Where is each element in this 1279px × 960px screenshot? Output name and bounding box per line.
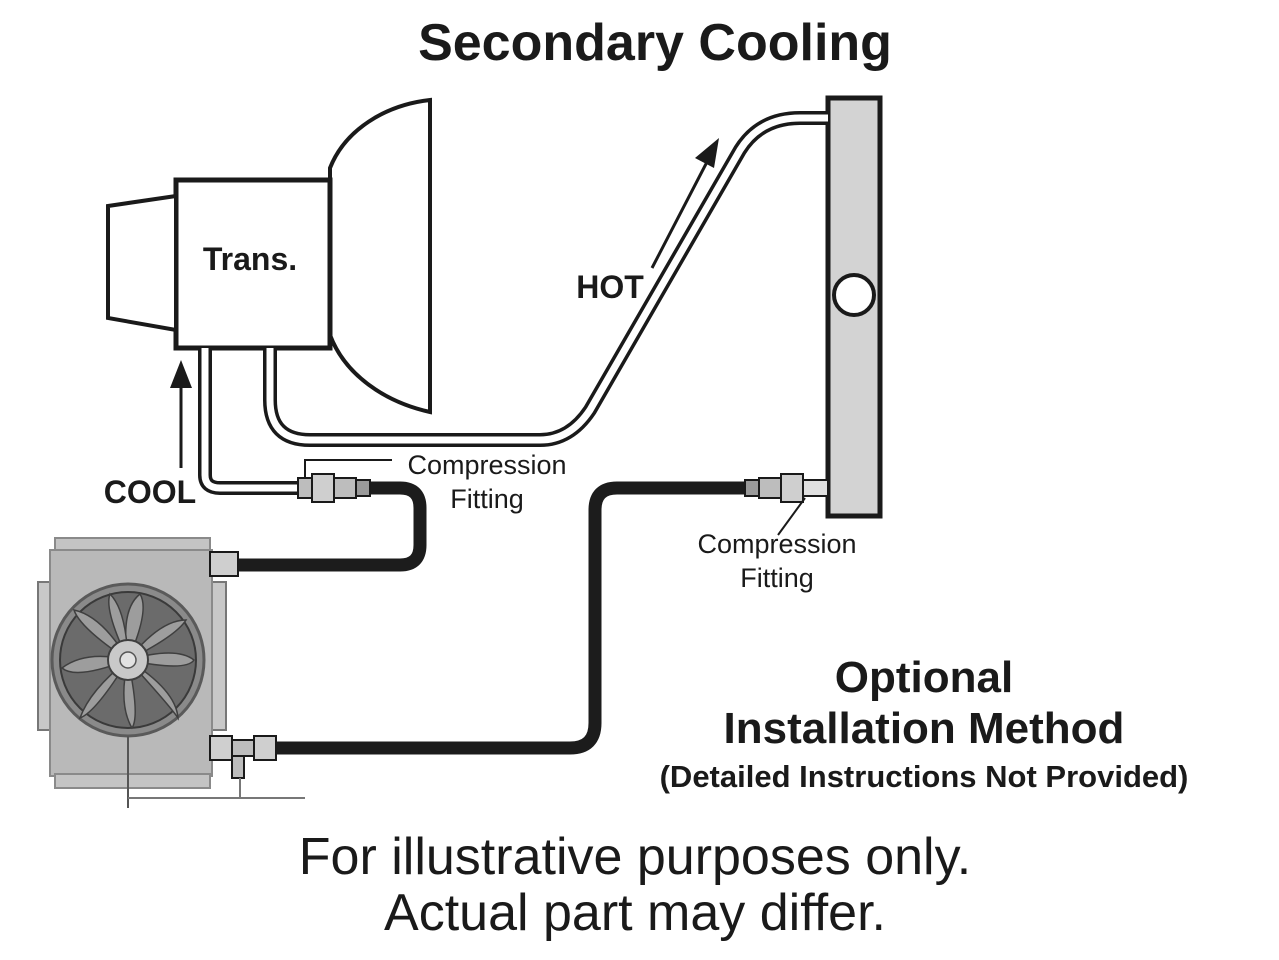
cooler-bottom-flange bbox=[54, 773, 211, 789]
transmission-body bbox=[173, 177, 333, 351]
fitting-2-leader bbox=[777, 497, 806, 536]
tailshaft-housing bbox=[106, 193, 178, 333]
hot-label: HOT bbox=[576, 269, 644, 305]
transmission-label: Trans. bbox=[203, 241, 297, 277]
hot-line bbox=[263, 111, 828, 447]
radiator bbox=[825, 95, 883, 519]
bellhousing bbox=[328, 97, 432, 415]
hose-to-cooler-inlet bbox=[238, 481, 427, 572]
fan-hub-cap bbox=[119, 651, 137, 669]
optional-line2: Installation Method bbox=[724, 704, 1125, 753]
radiator-port bbox=[832, 273, 876, 317]
remote-oil-cooler bbox=[37, 537, 305, 808]
compression-fitting-2 bbox=[744, 473, 829, 503]
fitting-2-label-line1: Compression bbox=[697, 529, 856, 559]
optional-line3: (Detailed Instructions Not Provided) bbox=[660, 759, 1189, 794]
hose-to-radiator bbox=[275, 481, 748, 755]
fitting-2-label-line2: Fitting bbox=[740, 563, 814, 593]
diagram-title: Secondary Cooling bbox=[418, 14, 892, 72]
fitting-1-leader bbox=[304, 459, 392, 478]
cool-arrow bbox=[170, 360, 192, 468]
cooler-outlet-fitting bbox=[209, 735, 277, 779]
fitting-1-label-line1: Compression bbox=[407, 450, 566, 480]
optional-line1: Optional bbox=[835, 653, 1013, 702]
cooler-inlet-fitting bbox=[209, 551, 239, 577]
disclaimer-line1: For illustrative purposes only. bbox=[299, 828, 971, 886]
transmission: Trans. bbox=[106, 97, 432, 415]
compression-fitting-1 bbox=[297, 473, 371, 503]
cool-line bbox=[198, 348, 305, 495]
fitting-1-label-line2: Fitting bbox=[450, 484, 524, 514]
hot-arrow bbox=[650, 138, 719, 269]
cool-label: COOL bbox=[104, 474, 196, 510]
disclaimer-line2: Actual part may differ. bbox=[384, 884, 886, 942]
